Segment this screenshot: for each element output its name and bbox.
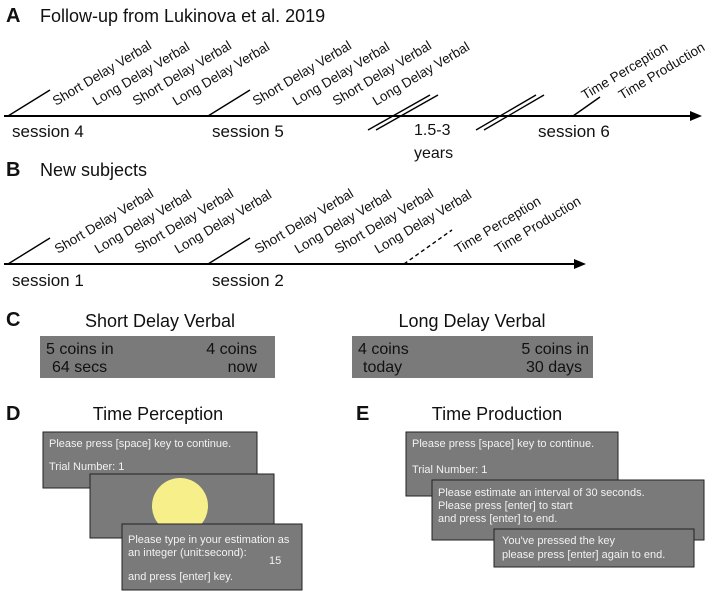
short-delay-title: Short Delay Verbal — [85, 311, 235, 331]
gap-duration-line1: 1.5-3 — [414, 122, 451, 139]
gap-duration-line2: years — [414, 145, 453, 162]
session-4-slash — [7, 89, 51, 117]
session-6-label: session 6 — [538, 122, 610, 141]
break-mark-right-2 — [483, 94, 545, 131]
short-delay-right-option-line1: 4 coins — [206, 341, 257, 358]
production-instruction-line2: Please press [enter] to start — [438, 500, 573, 512]
session-1-slash — [7, 237, 51, 265]
perception-start-line1: Please press [space] key to continue. — [49, 438, 231, 450]
panel-a-letter: A — [6, 5, 20, 27]
perception-response-line3: and press [enter] key. — [128, 571, 233, 583]
panel-e-letter: E — [356, 403, 369, 425]
short-delay-choice-screen — [40, 336, 275, 378]
panel-b-letter: B — [6, 159, 20, 181]
break-mark-right-1 — [475, 94, 537, 131]
session-5-slash — [207, 89, 251, 117]
production-end-line1: You've pressed the key — [502, 535, 615, 547]
production-start-line1: Please press [space] key to continue. — [412, 438, 594, 450]
long-delay-left-option-line1: 4 coins — [358, 341, 409, 358]
session-2-slash — [207, 237, 251, 265]
long-delay-right-option-line2: 30 days — [526, 359, 582, 376]
long-delay-title: Long Delay Verbal — [398, 311, 545, 331]
short-delay-right-option-line2: now — [228, 359, 258, 376]
production-trial-number: Trial Number: 1 — [412, 464, 487, 476]
production-instruction-line1: Please estimate an interval of 30 second… — [438, 487, 645, 499]
break-mark-left-2 — [375, 94, 439, 131]
session-6-slash — [572, 96, 601, 117]
production-end-line2: please press [enter] again to end. — [502, 549, 665, 561]
short-delay-left-option-line1: 5 coins in — [46, 341, 114, 358]
session-2-label: session 2 — [212, 271, 284, 290]
production-instruction-line3: and press [enter] to end. — [438, 513, 557, 525]
perception-stimulus-circle — [152, 478, 208, 534]
perception-trial-number: Trial Number: 1 — [49, 461, 124, 473]
panel-c-letter: C — [6, 309, 20, 331]
panel-a-heading: Follow-up from Lukinova et al. 2019 — [40, 6, 325, 26]
perception-response-line1: Please type in your estimation as — [128, 534, 290, 546]
break-mark-left-1 — [367, 94, 431, 131]
production-screen-end — [493, 528, 695, 568]
long-delay-left-option-line2: today — [363, 359, 402, 376]
time-production-title: Time Production — [432, 404, 562, 424]
session-4-label: session 4 — [12, 122, 84, 141]
short-delay-left-option-line2: 64 secs — [52, 359, 107, 376]
session-1-label: session 1 — [12, 271, 84, 290]
long-delay-right-option-line1: 5 coins in — [521, 341, 589, 358]
long-delay-choice-screen — [352, 336, 593, 378]
perception-response-value: 15 — [269, 555, 281, 567]
perception-response-line2: an integer (unit:second): — [128, 547, 247, 559]
panel-b-arrowhead — [574, 259, 586, 269]
time-perception-title: Time Perception — [93, 404, 223, 424]
panel-a-arrowhead — [690, 111, 702, 121]
optional-tasks-dashed-line — [403, 229, 453, 265]
session-5-label: session 5 — [212, 122, 284, 141]
panel-d-letter: D — [6, 403, 20, 425]
perception-screen-response — [121, 523, 303, 591]
panel-b-heading: New subjects — [40, 160, 147, 180]
